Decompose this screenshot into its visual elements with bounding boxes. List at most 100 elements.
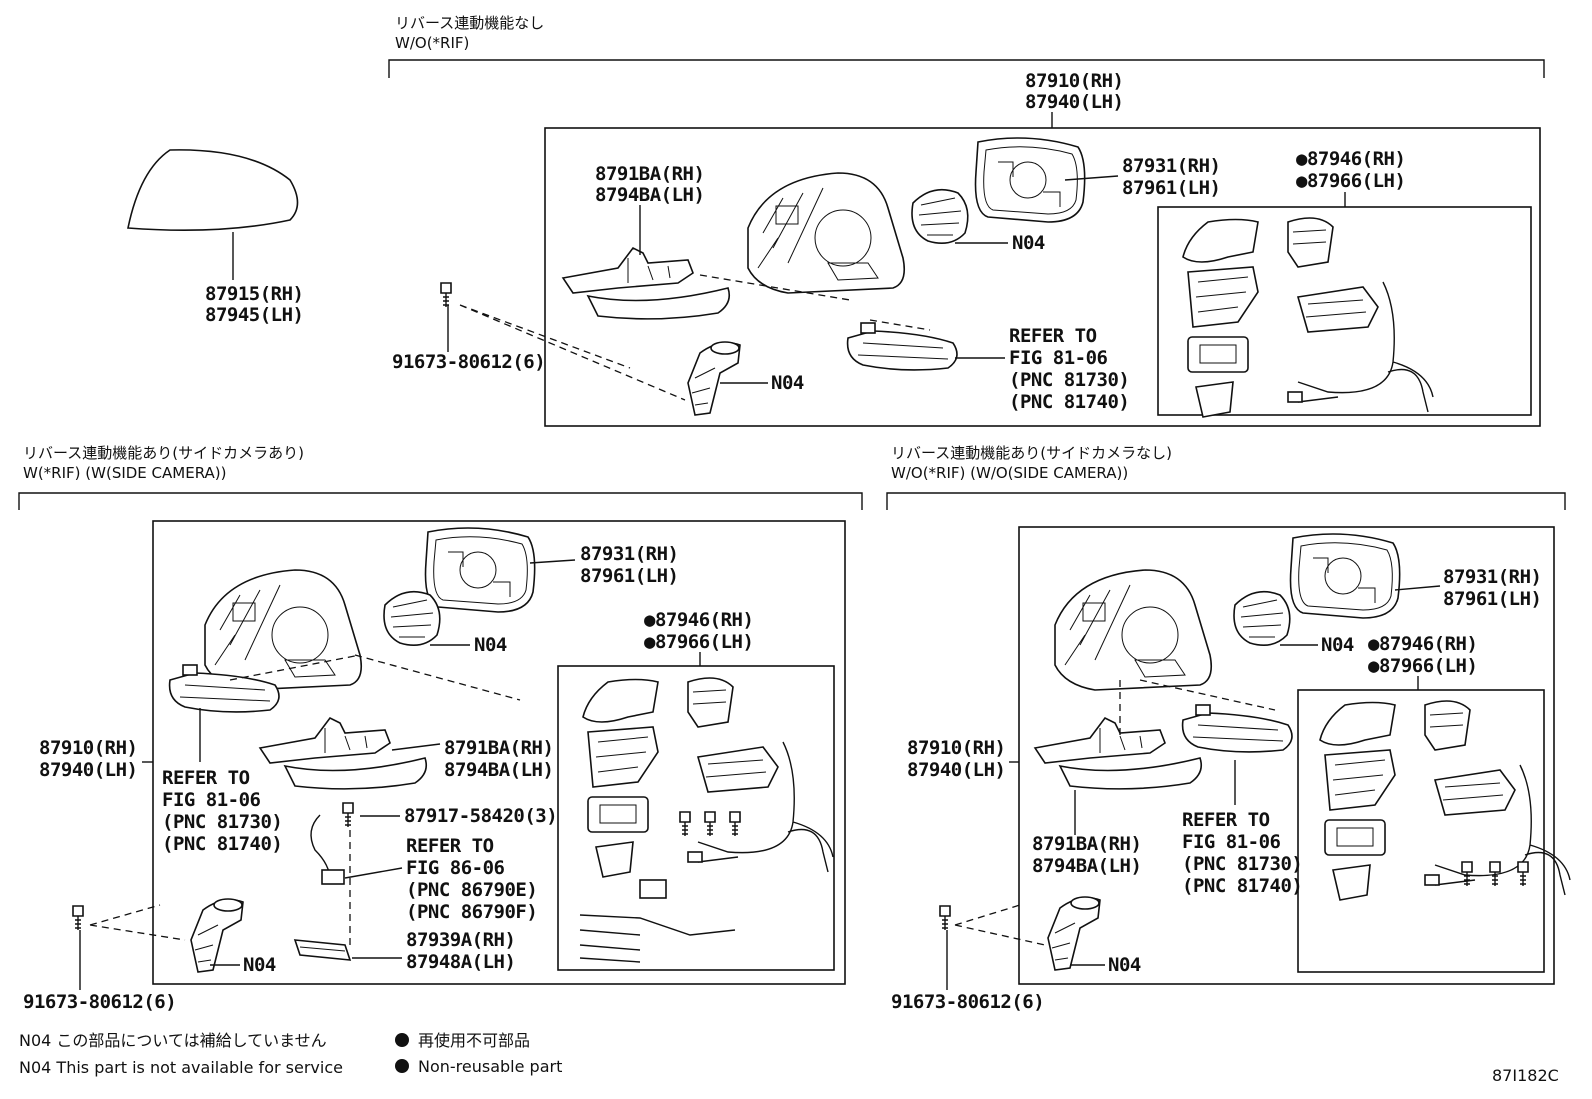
cover-label-rh: 87915(RH) (205, 283, 303, 305)
left-assy-label-rh: 87910(RH) (39, 737, 137, 759)
top-kit-label-rh: ●87946(RH) (1296, 148, 1405, 170)
left-kit-label-rh: ●87946(RH) (644, 609, 753, 631)
top-header-jp: リバース連動機能なし (395, 14, 544, 32)
top-mirror-label-lh: 87961(LH) (1122, 177, 1220, 199)
top-mirror-housing (747, 172, 906, 294)
left-refer1-4: (PNC 81740) (162, 833, 282, 855)
left-refer1-1: REFER TO (162, 767, 250, 789)
right-mirror-label-lh: 87961(LH) (1443, 588, 1541, 610)
right-kit-label-lh: ●87966(LH) (1368, 655, 1477, 677)
legend-nonreuse-jp: 再使用不可部品 (418, 1031, 530, 1050)
left-refer1-2: FIG 81-06 (162, 789, 261, 811)
legend-dot-icon (395, 1033, 409, 1047)
left-screw2-icon (342, 802, 354, 828)
top-cover-label-rh: 8791BA(RH) (595, 163, 704, 185)
top-screw-label: 91673-80612(6) (392, 351, 545, 373)
right-refer-2: FIG 81-06 (1182, 831, 1281, 853)
left-refer2-3: (PNC 86790E) (406, 879, 537, 901)
left-assy-label-lh: 87940(LH) (39, 759, 137, 781)
right-motor (1233, 590, 1291, 647)
top-refer-1: REFER TO (1009, 325, 1097, 347)
right-mirror-glass (1289, 533, 1401, 619)
right-kit-parts (1319, 700, 1571, 901)
top-header-en: W/O(*RIF) (395, 34, 469, 52)
top-turn-signal (846, 322, 958, 371)
top-n04-label-b: N04 (771, 372, 804, 394)
left-cover-label-rh: 8791BA(RH) (444, 737, 553, 759)
right-cover-label-lh: 8794BA(LH) (1032, 855, 1141, 877)
right-mirror-label-rh: 87931(RH) (1443, 566, 1541, 588)
left-n04-label-a: N04 (474, 634, 507, 656)
left-bracket (18, 492, 863, 510)
left-screw-icon (72, 905, 84, 931)
left-kit-harness (579, 811, 741, 963)
left-kit-box (557, 665, 835, 971)
right-assy-label-rh: 87910(RH) (907, 737, 1005, 759)
right-n04-label-b: N04 (1108, 954, 1141, 976)
right-refer-3: (PNC 81730) (1182, 853, 1302, 875)
top-cover-label-lh: 8794BA(LH) (595, 184, 704, 206)
left-refer2-4: (PNC 86790F) (406, 901, 537, 923)
figure-code: 87I182C (1492, 1066, 1559, 1085)
top-bracket (388, 59, 1545, 78)
right-turn-signal (1181, 704, 1293, 753)
left-cover-bracket (259, 717, 428, 790)
top-motor (911, 188, 969, 245)
left-screw2-label: 87917-58420(3) (404, 805, 557, 827)
top-screw-icon (440, 282, 452, 308)
right-header-en: W/O(*RIF) (W/O(SIDE CAMERA)) (891, 464, 1128, 482)
top-n04-label-a: N04 (1012, 232, 1045, 254)
top-assy-label-lh: 87940(LH) (1025, 91, 1123, 113)
right-header-jp: リバース連動機能あり(サイドカメラなし) (891, 444, 1172, 462)
legend-nonreuse-en: Non-reusable part (418, 1057, 562, 1076)
top-refer-4: (PNC 81740) (1009, 391, 1129, 413)
top-mirror-label-rh: 87931(RH) (1122, 155, 1220, 177)
left-assembly-box (152, 520, 846, 985)
right-kit-screws (1461, 861, 1529, 887)
right-refer-1: REFER TO (1182, 809, 1270, 831)
left-n04-label-b: N04 (243, 954, 276, 976)
top-kit-parts (1182, 217, 1434, 418)
left-header-en: W(*RIF) (W(SIDE CAMERA)) (23, 464, 227, 482)
left-mirror-housing (204, 569, 363, 691)
left-motor (383, 590, 441, 647)
left-refer2-2: FIG 86-06 (406, 857, 505, 879)
right-mirror-housing (1054, 569, 1213, 691)
mirror-cover-part (127, 149, 299, 232)
left-kit-parts (582, 677, 834, 878)
right-assembly-box (1018, 526, 1555, 985)
left-refer1-3: (PNC 81730) (162, 811, 282, 833)
right-refer-4: (PNC 81740) (1182, 875, 1302, 897)
legend-dot-icon-2 (395, 1059, 409, 1073)
right-kit-label-rh: ●87946(RH) (1368, 633, 1477, 655)
left-refer2-1: REFER TO (406, 835, 494, 857)
top-refer-2: FIG 81-06 (1009, 347, 1108, 369)
right-screw-label: 91673-80612(6) (891, 991, 1044, 1013)
left-camera-label-rh: 87939A(RH) (406, 929, 515, 951)
top-cover-bracket (562, 247, 731, 320)
left-mirror-glass (424, 527, 536, 613)
left-camera-label-lh: 87948A(LH) (406, 951, 515, 973)
top-kit-label-lh: ●87966(LH) (1296, 170, 1405, 192)
top-assembly-box (544, 127, 1541, 427)
right-screw-icon (939, 905, 951, 931)
left-mirror-label-lh: 87961(LH) (580, 565, 678, 587)
top-kit-box (1157, 206, 1532, 416)
left-mirror-label-rh: 87931(RH) (580, 543, 678, 565)
right-n04-label-a: N04 (1321, 634, 1354, 656)
left-side-camera (293, 814, 352, 961)
left-cover-label-lh: 8794BA(LH) (444, 759, 553, 781)
left-screw-label: 91673-80612(6) (23, 991, 176, 1013)
legend-n04-jp: N04 この部品については補給していません (19, 1031, 327, 1050)
cover-label-lh: 87945(LH) (205, 304, 303, 326)
top-base-bracket (687, 341, 741, 416)
top-assy-label-rh: 87910(RH) (1025, 70, 1123, 92)
left-header-jp: リバース連動機能あり(サイドカメラあり) (23, 444, 304, 462)
right-kit-box (1297, 689, 1545, 973)
left-kit-label-lh: ●87966(LH) (644, 631, 753, 653)
right-assy-label-lh: 87940(LH) (907, 759, 1005, 781)
right-base-bracket (1047, 896, 1101, 971)
right-cover-bracket (1034, 717, 1203, 790)
legend-n04-en: N04 This part is not available for servi… (19, 1058, 343, 1077)
